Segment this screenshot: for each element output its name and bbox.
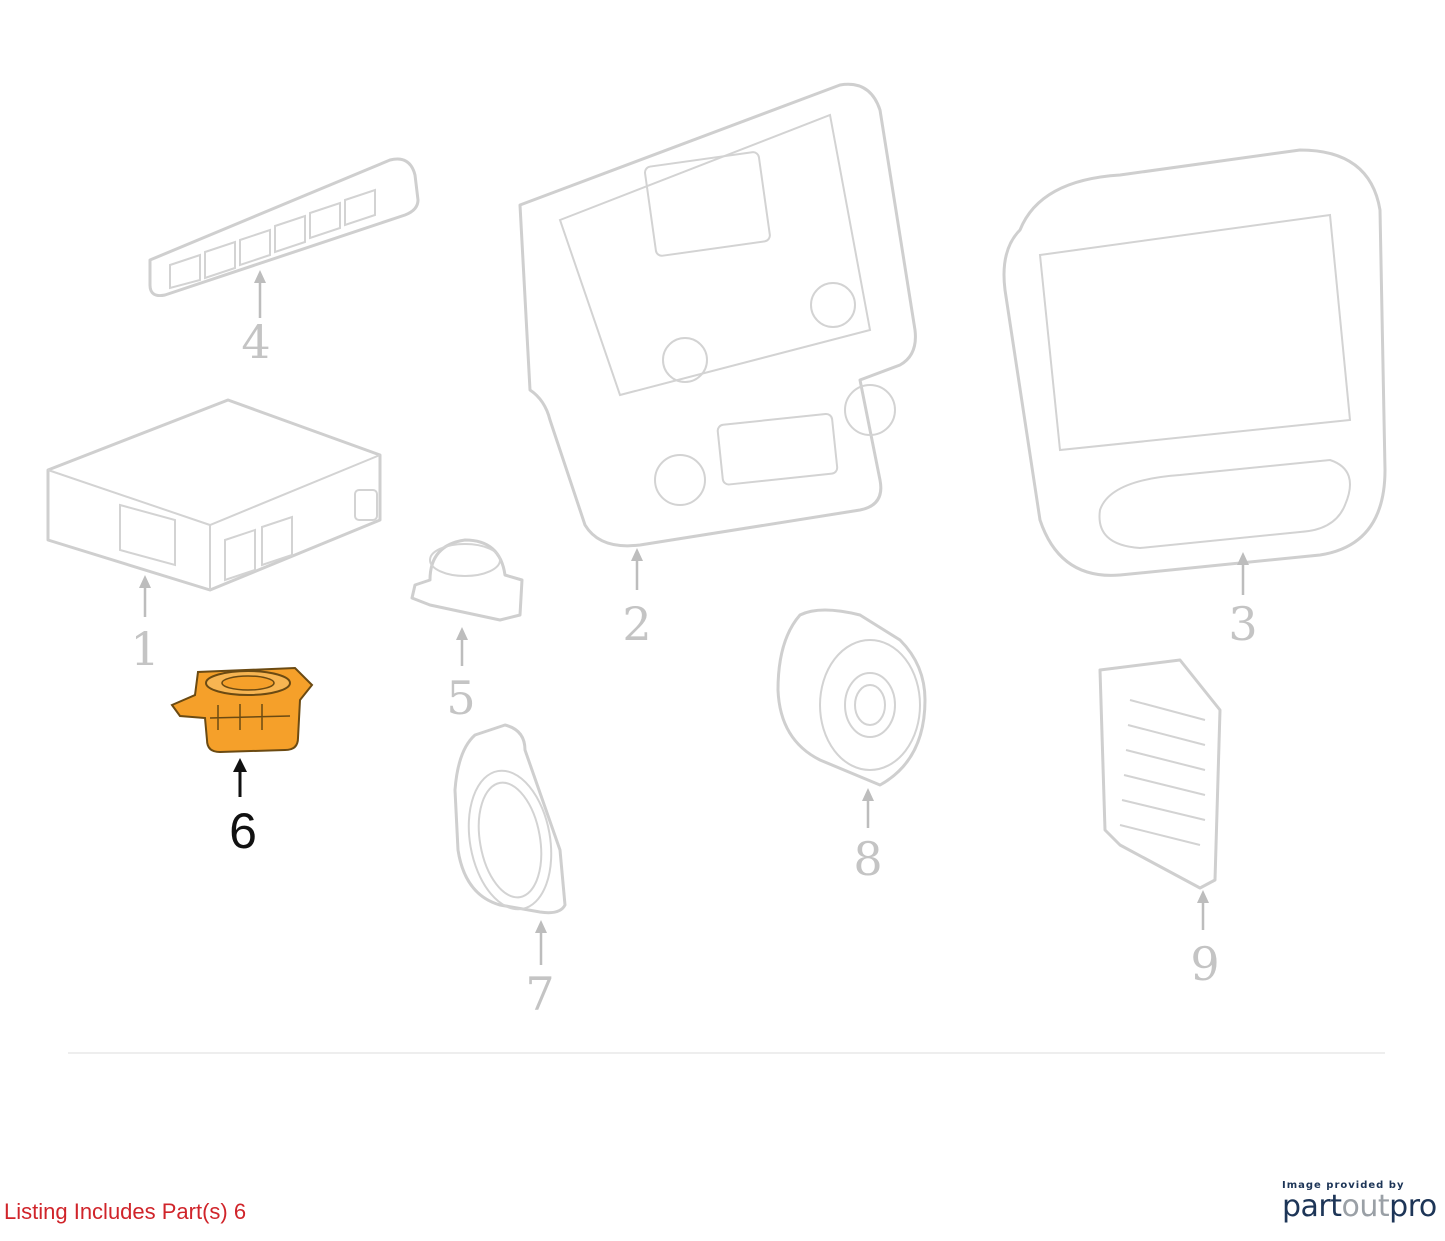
part-3-trim-frame [1002,148,1387,577]
callout-3: 3 [1228,597,1257,651]
logo-part: part [1282,1189,1342,1224]
part-4-switch-panel [148,157,420,297]
callout-1: 1 [130,622,159,676]
callout-5: 5 [446,671,475,725]
part-7-speaker-ring [453,723,567,915]
callout-4: 4 [241,315,270,369]
credit-caption: Image provided by [1282,1180,1405,1191]
part-1-radio-receiver [46,398,382,592]
logo-out: out [1341,1189,1390,1224]
image-credit: Image provided by partoutpro [1282,1180,1437,1224]
callout-8: 8 [853,832,882,886]
callout-6: 6 [229,803,257,859]
callout-2: 2 [622,597,651,651]
part-8-speaker [776,608,927,787]
callout-7: 7 [525,967,554,1021]
part-6-speaker-adapter [170,666,314,754]
partoutpro-logo: partoutpro [1282,1189,1437,1224]
listing-note: Listing Includes Part(s) 6 [4,1199,247,1224]
part-9-amplifier [1098,658,1222,890]
callout-9: 9 [1190,937,1219,991]
part-2-dash-bezel [518,82,917,548]
part-5-tweeter-mount [410,538,524,622]
logo-pro: pro [1389,1189,1437,1224]
